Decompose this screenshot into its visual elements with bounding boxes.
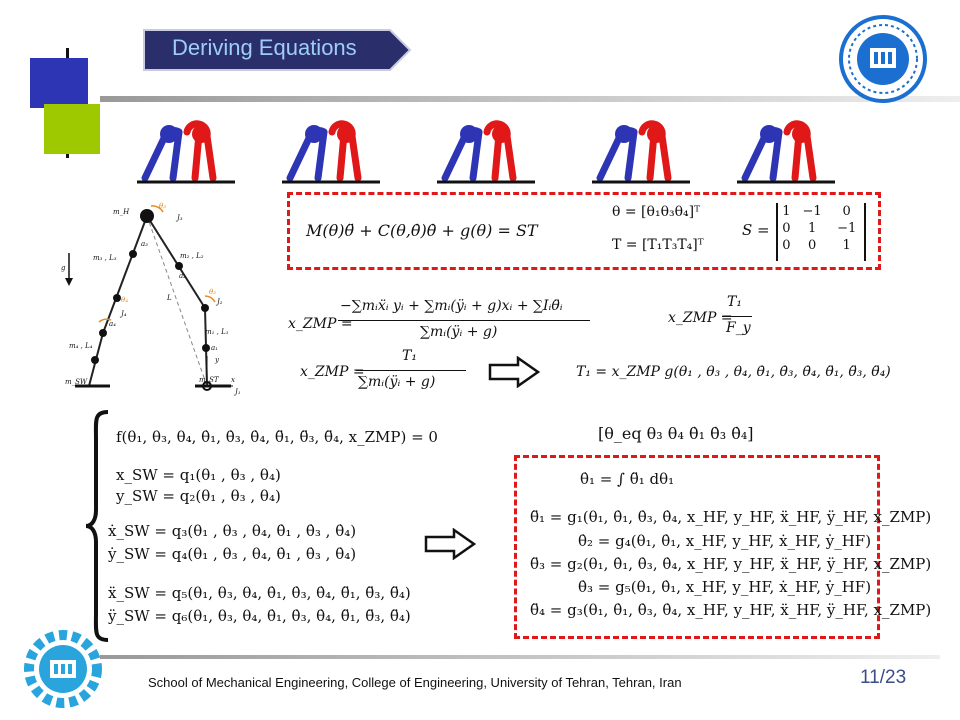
s-matrix-cell: 0 xyxy=(782,221,791,236)
swing-y-acceleration-equation: ÿ_SW = q₆(θ₁, θ₃, θ₄, θ̇₁, θ̇₃, θ̇₄, θ̈₁… xyxy=(108,607,411,625)
state-vector: [θ_eq θ₃ θ₄ θ̇₁ θ̇₃ θ̇₄] xyxy=(598,424,754,443)
theta-vector: θ = [θ₁θ₃θ₄]ᵀ xyxy=(612,204,700,220)
right-arrow-icon xyxy=(488,356,540,388)
label-g: g xyxy=(61,264,66,272)
s-matrix-cell: −1 xyxy=(802,204,822,219)
curly-brace-icon xyxy=(85,410,109,642)
zmp3-denominator: ∑mᵢ(ÿᵢ + g) xyxy=(358,374,436,390)
s-matrix-cell: 0 xyxy=(782,238,791,253)
accent-blue-square xyxy=(30,58,88,108)
s-matrix-cell: 0 xyxy=(842,204,851,219)
label-m3l3: m₃ , L₃ xyxy=(93,254,117,262)
footer-affiliation: School of Mechanical Engineering, Colleg… xyxy=(148,675,682,690)
label-theta3: θ₃ xyxy=(159,202,166,210)
s-matrix: 1 −1 0 0 1 −1 0 0 1 xyxy=(776,203,866,261)
torque-equation: T₁ = x_ZMP g(θ₁ , θ₃ , θ₄, θ̇₁, θ̇₃, θ̇₄… xyxy=(576,364,891,380)
results-box xyxy=(514,455,880,639)
label-m1l1: m₁ , L₁ xyxy=(205,328,229,336)
label-theta2: θ₂ xyxy=(209,288,216,296)
zmp2-lhs: x_ZMP = xyxy=(668,310,733,326)
label-m4l4: m₄ , L₄ xyxy=(69,342,93,350)
label-theta4: θ₄ xyxy=(121,296,128,304)
s-matrix-cell: 1 xyxy=(807,221,817,236)
label-y: y xyxy=(214,356,220,364)
footer-rule xyxy=(100,655,940,659)
biped-kinematic-diagram: m_H θ₃ J₃ a₃ m₃ , L₃ m₂ , L₂ a₂ g L θ₂ J… xyxy=(61,202,241,396)
engineering-faculty-gear-logo-icon xyxy=(24,630,102,708)
accent-green-square xyxy=(44,104,100,154)
zmp-fraction-bar xyxy=(338,320,590,321)
s-matrix-cell: −1 xyxy=(837,221,857,236)
walking-biped-sequence-icon xyxy=(137,118,865,190)
theta3-dot-equation: θ̇₃ = g₅(θ₁, θ̇₁, x_HF, y_HF, ẋ_HF, ẏ_HF… xyxy=(578,578,872,596)
theta3-ddot-equation: θ̈₃ = g₂(θ₁, θ̇₁, θ̇₃, θ̇₄, x_HF, y_HF, … xyxy=(530,555,932,573)
page-title: Deriving Equations xyxy=(172,35,357,60)
dynamics-equation: M(θ)θ̈ + C(θ,θ̇)θ̇ + g(θ) = ST xyxy=(306,221,538,240)
swing-x-acceleration-equation: ẍ_SW = q₅(θ₁, θ₃, θ₄, θ̇₁, θ̇₃, θ̇₄, θ̈₁… xyxy=(108,584,411,602)
torque-vector: T = [T₁T₃T₄]ᵀ xyxy=(612,237,704,253)
label-a4: a₄ xyxy=(109,320,116,328)
swing-x-equation: x_SW = q₁(θ₁ , θ₃ , θ₄) xyxy=(116,466,281,484)
label-mh: m_H xyxy=(113,208,130,216)
label-x: x xyxy=(231,376,235,384)
label-L: L xyxy=(166,294,172,302)
zmp2-denominator: F_y xyxy=(726,320,751,336)
dynamics-equation-box xyxy=(287,192,881,270)
university-of-tehran-seal-icon xyxy=(839,15,927,103)
zmp3-fraction-bar xyxy=(356,370,466,371)
constraint-f-equation: f(θ₁, θ₃, θ₄, θ̇₁, θ̇₃, θ̇₄, θ̈₁, θ̈₃, θ… xyxy=(116,428,438,446)
s-matrix-cell: 1 xyxy=(782,204,791,219)
label-j1: J₁ xyxy=(233,388,241,396)
label-a3: a₃ xyxy=(141,240,148,248)
zmp-lhs: x_ZMP = xyxy=(288,316,353,332)
label-j3: J₃ xyxy=(175,214,183,222)
label-mst: m_ST xyxy=(199,376,220,384)
title-banner xyxy=(143,29,412,71)
label-a2: a₂ xyxy=(179,272,186,280)
zmp2-fraction-bar xyxy=(722,316,752,317)
zmp3-numerator: T₁ xyxy=(402,348,417,364)
swing-y-velocity-equation: ẏ_SW = q₄(θ₁ , θ₃ , θ₄, θ̇₁ , θ̇₃ , θ̇₄) xyxy=(108,545,357,563)
s-matrix-cell: 0 xyxy=(807,238,817,253)
page-number: 11/23 xyxy=(860,667,907,688)
header-rule xyxy=(100,96,960,102)
s-matrix-cell: 1 xyxy=(842,238,851,253)
label-j4: J₄ xyxy=(119,310,127,318)
theta1-dot-integral: θ̇₁ = ∫ θ̈₁ dθ₁ xyxy=(580,470,675,488)
label-m2l2: m₂ , L₂ xyxy=(180,252,204,260)
label-msw: m_SW xyxy=(65,378,88,386)
label-j2: J₂ xyxy=(215,298,223,306)
right-arrow-icon xyxy=(424,528,476,560)
swing-y-equation: y_SW = q₂(θ₁ , θ₃ , θ₄) xyxy=(116,487,281,505)
zmp-numerator: −∑mᵢẍᵢ yᵢ + ∑mᵢ(ÿᵢ + g)xᵢ + ∑Iᵢθ̈ᵢ xyxy=(340,298,563,314)
zmp-denominator: ∑mᵢ(ÿᵢ + g) xyxy=(420,324,498,340)
theta2-dot-equation: θ̇₂ = g₄(θ₁, θ̇₁, x_HF, y_HF, ẋ_HF, ẏ_HF… xyxy=(578,532,872,550)
zmp2-numerator: T₁ xyxy=(727,294,742,310)
theta1-ddot-equation: θ̈₁ = g₁(θ₁, θ̇₁, θ̇₃, θ̇₄, x_HF, y_HF, … xyxy=(530,508,932,526)
theta4-ddot-equation: θ̈₄ = g₃(θ₁, θ̇₁, θ̇₃, θ̇₄, x_HF, y_HF, … xyxy=(530,601,932,619)
label-a1: a₁ xyxy=(211,344,218,352)
swing-x-velocity-equation: ẋ_SW = q₃(θ₁ , θ₃ , θ₄, θ̇₁ , θ̇₃ , θ̇₄) xyxy=(108,522,357,540)
s-matrix-label: S = xyxy=(742,221,770,239)
zmp3-lhs: x_ZMP = xyxy=(300,364,365,380)
